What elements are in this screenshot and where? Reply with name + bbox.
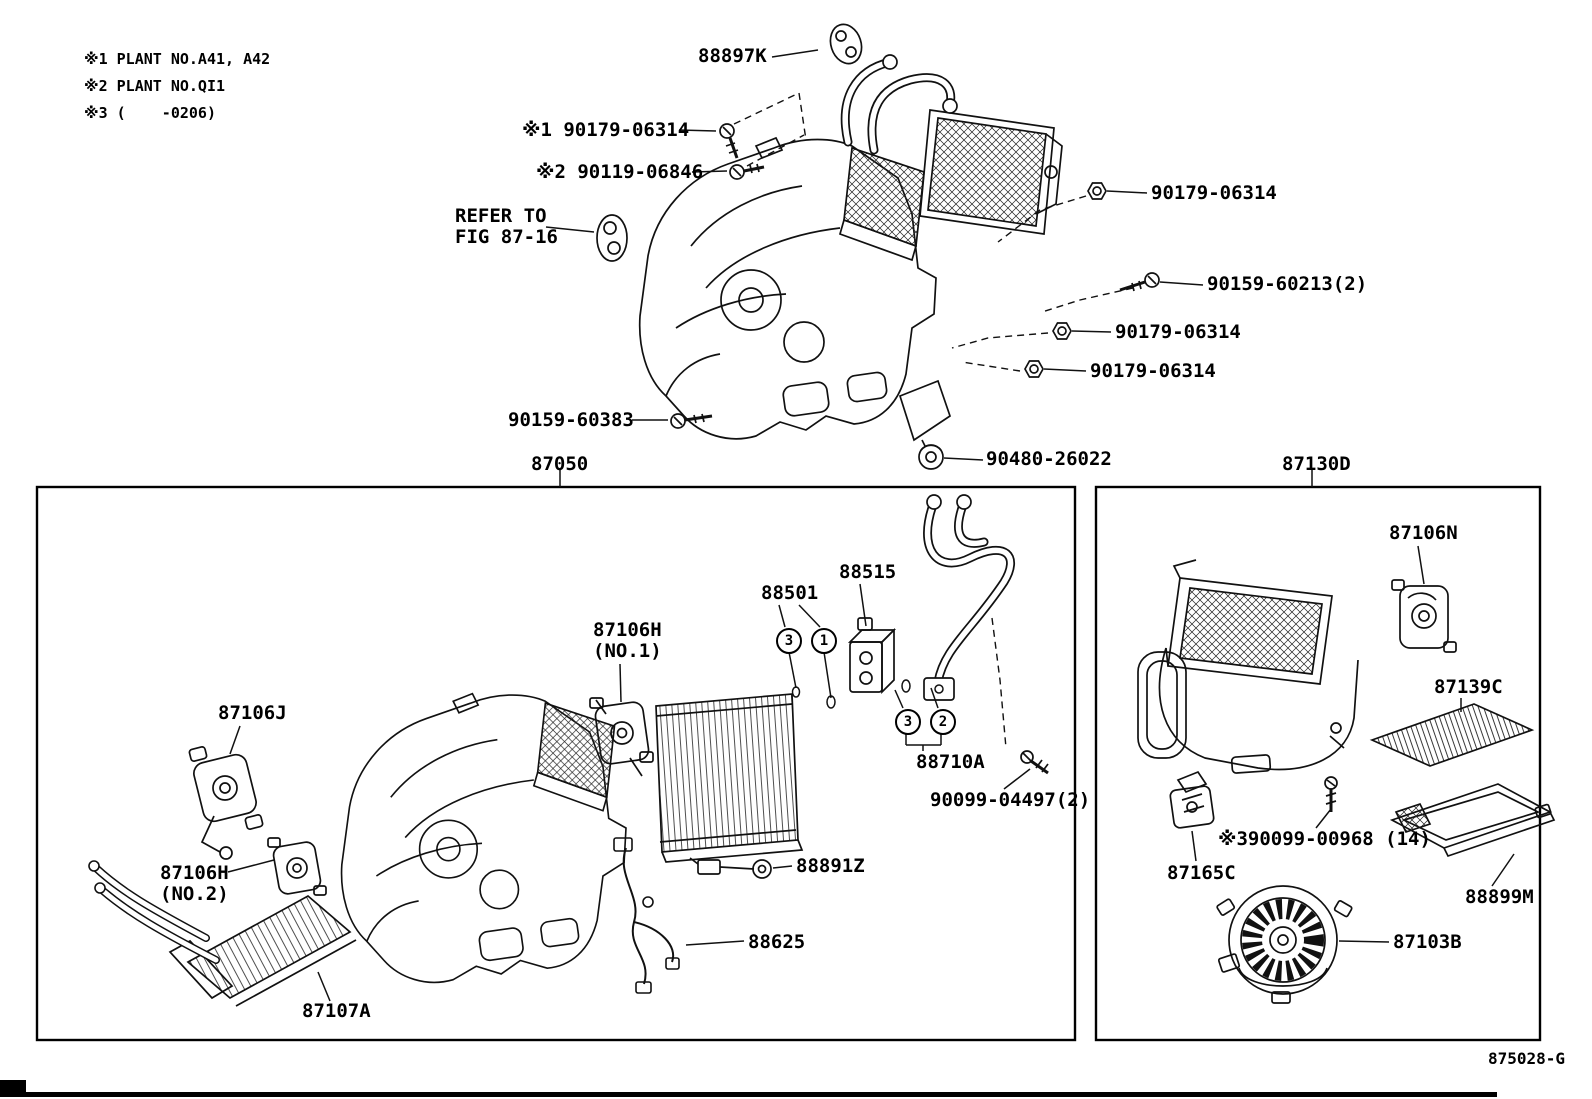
plant-note-2: ※2 PLANT NO.QI1 [84,77,226,95]
callout-87106n: 87106N [1389,522,1458,544]
callout-90480-26022: 90480-26022 [986,448,1112,470]
evaporator-module [919,109,1063,235]
nut-90179-c [1024,360,1044,378]
bottom-rule [0,1092,1497,1097]
callout-90179-06314-2: 90179-06314 [1151,182,1277,204]
callout-88501: 88501 [761,582,819,604]
callout-90099-00968: ※390099-00968 (14) [1218,828,1431,850]
callout-87103b: 87103B [1393,931,1462,953]
wire-harness-88625 [613,837,680,994]
footer-marks [0,1080,1497,1097]
group-label-87130d: 87130D [1282,453,1351,475]
callout-88710a: 88710A [916,751,985,773]
callout-87165c: 87165C [1167,862,1236,884]
blower-housing [1137,559,1359,774]
callout-90179-06314-3: 90179-06314 [1115,321,1241,343]
callout-87139c: 87139C [1434,676,1503,698]
callout-88899m: 88899M [1465,886,1534,908]
callout-88515: 88515 [839,561,897,583]
hvac-case-87050 [340,692,627,984]
plant-note-1: ※1 PLANT NO.A41, A42 [84,50,271,68]
callout-87107a: 87107A [302,1000,371,1022]
callout-90179-06314-4: 90179-06314 [1090,360,1216,382]
callout-88897k: 88897K [698,45,767,67]
callout-87106h-no1-sub: (NO.1) [593,640,662,662]
diagram-code: 875028-G [1488,1049,1566,1068]
group-boxes [35,485,1542,1042]
main-hvac-unit [638,137,937,440]
circled-number-3b: 3 [895,709,921,735]
circled-number-2: 2 [930,709,956,735]
bolt-90179-1 [719,123,739,159]
blower-motor-87103b [1216,885,1353,1004]
callout-90159-60383: 90159-60383 [508,409,634,431]
callout-88625: 88625 [748,931,806,953]
servo-87106n [1391,579,1457,653]
grommet-refer-fig [596,214,628,262]
pipe-assembly-88710a [791,494,1016,709]
screw-90099-04497 [1020,750,1049,775]
bolt-90119 [729,163,765,180]
filter-case-88899m [1389,783,1556,858]
corner-mark [0,1080,26,1093]
servo-87106h-no2 [267,837,327,896]
nut-90179-b [1052,322,1072,340]
callout-90179-06314-1: ※1 90179-06314 [522,119,690,141]
callout-90159-60213: 90159-60213(2) [1207,273,1368,295]
sensor-88891z [689,857,772,879]
callout-88891z: 88891Z [796,855,865,877]
callout-90119-06846: ※2 90119-06846 [536,161,704,183]
plant-note-3: ※3 ( -0206) [84,104,216,122]
cabin-filter-87139c [1369,703,1535,767]
group-label-87050: 87050 [531,453,589,475]
main-unit-extras [898,379,952,453]
dashed-lines [733,92,1134,749]
circled-number-3a: 3 [776,628,802,654]
heater-core-pipes [88,860,220,964]
grommet-90480 [918,444,944,470]
callout-87106h-no2-sub: (NO.2) [160,883,229,905]
circled-number-1: 1 [811,628,837,654]
resistor-87165c [1169,770,1215,829]
callout-87106h-no1: 87106H [593,619,662,641]
screw-90159-60213 [1119,272,1160,292]
callout-90099-04497: 90099-04497(2) [930,789,1091,811]
grommet-88897k [829,23,863,65]
screw-90159-60383 [670,413,713,429]
callout-87106j: 87106J [218,702,287,724]
callout-refer-fig: REFER TO FIG 87-16 [455,205,558,248]
nut-90179-a [1087,182,1107,200]
screw-90099-00968 [1324,776,1338,812]
callout-87106h-no2: 87106H [160,862,229,884]
heater-pipes [840,54,958,155]
fasteners [670,123,1338,812]
servo-87106h-no1 [589,697,654,777]
leader-lines [227,49,1515,1002]
evaporator-core-88501 [655,693,804,863]
servo-87106j [188,746,264,860]
expansion-valve-88515 [847,617,897,695]
